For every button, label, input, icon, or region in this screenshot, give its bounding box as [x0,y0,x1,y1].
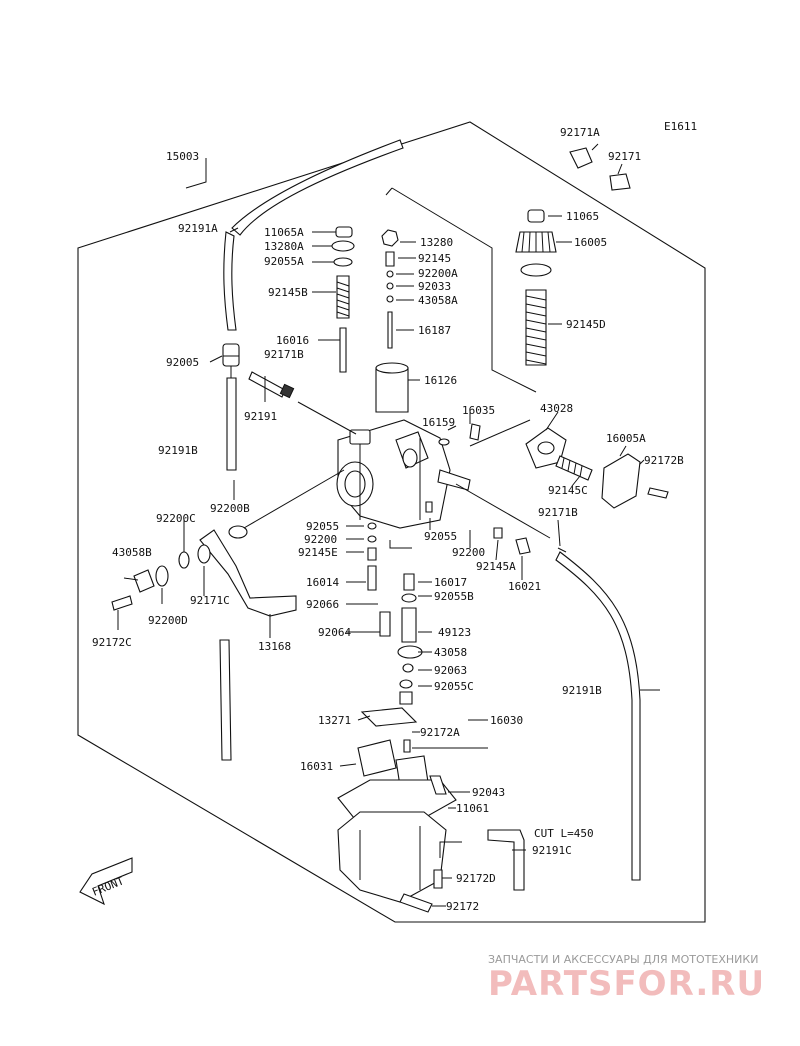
callout-92172d: 92172D [456,872,496,885]
callout-92055a: 92055A [264,255,304,268]
small-bolts [438,423,481,446]
callout-92171b: 92171B [264,348,304,361]
callout-92172c: 92172C [92,636,132,649]
callout-43028: 43028 [540,402,573,415]
leader-lines [117,143,660,907]
callout-92200a: 92200A [418,267,458,280]
callout-16159: 16159 [422,416,455,429]
hose-cut-note: CUT L=450 [534,827,594,840]
callout-92055: 92055 [424,530,457,543]
callout-16030: 16030 [490,714,523,727]
callout-92191a: 92191A [178,222,218,235]
callout-92055: 92055 [306,520,339,533]
callout-13280a: 13280A [264,240,304,253]
watermark: ЗАПЧАСТИ И АКСЕССУАРЫ ДЛЯ МОТОТЕХНИКИ PA… [488,953,765,1004]
cable-segment-92191 [248,371,295,399]
callout-92066: 92066 [306,598,339,611]
callout-92191b: 92191B [158,444,198,457]
callout-43058b: 43058B [112,546,152,559]
diagram-frame [77,121,706,923]
callout-92200c: 92200C [156,512,196,525]
callout-11065a: 11065A [264,226,304,239]
callout-16005a: 16005A [606,432,646,445]
callout-92145c: 92145C [548,484,588,497]
callout-92145e: 92145E [298,546,338,559]
callout-16126: 16126 [424,374,457,387]
top-cover-stack-right [515,209,557,366]
accelerator-pump-cover [525,427,669,509]
callout-92171: 92171 [608,150,641,163]
callout-16021: 16021 [508,580,541,593]
watermark-brand: PARTSFOR.RU [488,964,765,1004]
throttle-valve [375,362,409,413]
throttle-cable [219,139,404,761]
sub-assembly-bracket [385,187,537,393]
callout-43058a: 43058A [418,294,458,307]
callout-92064: 92064 [318,626,351,639]
callout-92005: 92005 [166,356,199,369]
callout-92200: 92200 [452,546,485,559]
callout-11065: 11065 [566,210,599,223]
front-direction-arrow: FRONT [79,857,133,906]
watermark-caption: ЗАПЧАСТИ И АКСЕССУАРЫ ДЛЯ МОТОТЕХНИКИ [488,953,758,966]
carburetor-body [336,419,471,529]
callout-92063: 92063 [434,664,467,677]
callout-92145d: 92145D [566,318,606,331]
jet-needle-stack [381,229,399,349]
callout-92191c: 92191C [532,844,572,857]
callout-16016: 16016 [276,334,309,347]
callout-92171b: 92171B [538,506,578,519]
callout-92145: 92145 [418,252,451,265]
callout-11061: 11061 [456,802,489,815]
figure-id: E1611 [664,120,697,133]
callout-92172a: 92172A [420,726,460,739]
callout-92043: 92043 [472,786,505,799]
callout-92171a: 92171A [560,126,600,139]
cable-adjuster [222,343,240,367]
callout-92055c: 92055C [434,680,474,693]
callout-13280: 13280 [420,236,453,249]
callout-92200b: 92200B [210,502,250,515]
callout-16031: 16031 [300,760,333,773]
callout-92200: 92200 [304,533,337,546]
callout-13271: 13271 [318,714,351,727]
callout-16014: 16014 [306,576,339,589]
callout-16035: 16035 [462,404,495,417]
callout-92145b: 92145B [268,286,308,299]
callout-16187: 16187 [418,324,451,337]
callout-92172: 92172 [446,900,479,913]
callout-16005: 16005 [574,236,607,249]
top-cap-stack-left [331,226,355,373]
callout-92191: 92191 [244,410,277,423]
drain-hose [487,829,525,891]
callout-92171c: 92171C [190,594,230,607]
jet-stack-center [367,501,531,705]
cable-clips [569,147,631,191]
callout-92055b: 92055B [434,590,474,603]
callout-43058: 43058 [434,646,467,659]
callout-92033: 92033 [418,280,451,293]
vent-hose-right [555,547,641,881]
callout-49123: 49123 [438,626,471,639]
callout-92200d: 92200D [148,614,188,627]
callout-16017: 16017 [434,576,467,589]
callout-92172b: 92172B [644,454,684,467]
callout-15003: 15003 [166,150,199,163]
callout-92191b: 92191B [562,684,602,697]
callout-13168: 13168 [258,640,291,653]
float-chamber [337,707,457,913]
callout-92145a: 92145A [476,560,516,573]
